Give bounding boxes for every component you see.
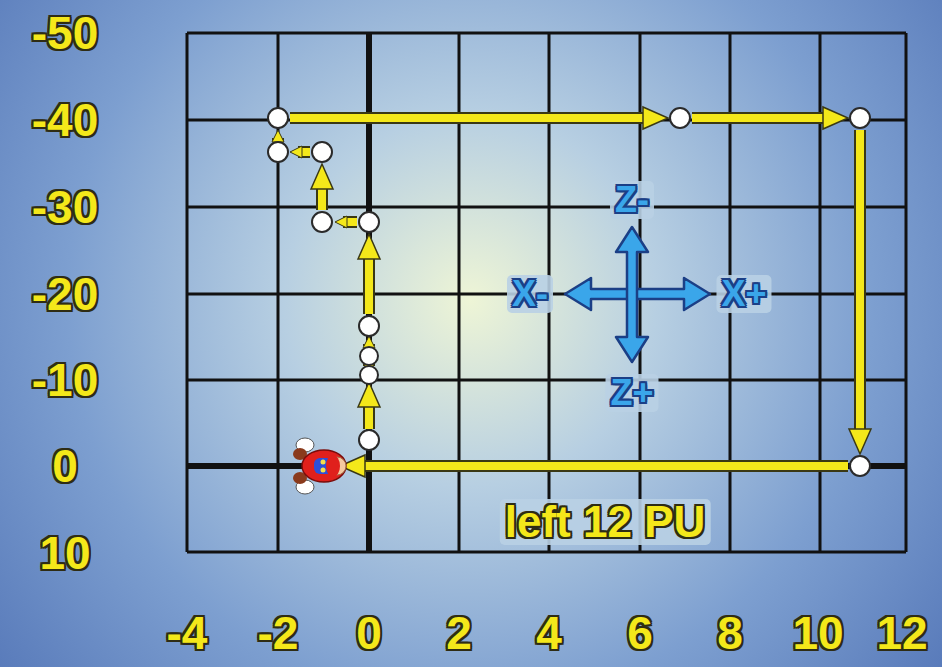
grid-line [187,32,906,35]
path-arrow [365,248,373,314]
path-arrow-outline [363,248,375,314]
compass-label: Z- [610,181,654,219]
path-arrow-outline [343,216,357,228]
grid-line [187,379,906,382]
path-arrow-outline [290,112,654,124]
path-arrow [318,178,326,210]
waypoint [268,108,870,476]
path-arrow-outline [298,146,310,158]
mario-sprite [302,450,346,482]
path-arrow-outline [354,460,848,472]
path-arrow-outline [854,130,866,440]
path-arrow [343,218,357,226]
axis-label: -10 [32,357,98,403]
path-arrow [298,148,310,156]
path-arrow [278,118,860,466]
waypoint [359,430,379,450]
waypoint [360,347,378,365]
axis-label: -40 [32,97,98,143]
axis-label: 4 [536,610,562,656]
axis-label: 10 [39,530,90,576]
compass-arrow [616,227,648,362]
waypoint [312,212,332,232]
axis-label: -50 [32,10,98,56]
path-arrow [354,462,848,470]
path-arrow-outline [278,118,860,466]
axis-label: -20 [32,271,98,317]
path-arrow [274,138,282,141]
path-arrow [856,130,864,440]
compass-label: X- [507,275,553,313]
axis-label: 6 [627,610,653,656]
path-arrow-outline [316,178,328,210]
path-arrow [365,344,373,346]
compass-label: X+ [716,275,771,313]
compass-label: Z+ [605,374,658,412]
grid-line [187,551,906,554]
waypoint [850,108,870,128]
path-arrow [290,114,654,122]
path-arrow-outline [272,138,284,141]
axis-label: -2 [258,610,299,656]
waypoint [312,142,332,162]
path-arrow-outline [363,396,375,429]
waypoint [359,316,379,336]
path-arrow [365,396,373,429]
mario-sprite [293,438,346,494]
grid-line [187,206,906,209]
axis-label: 8 [717,610,743,656]
waypoint [360,366,378,384]
path-arrow [692,114,834,122]
axis-line [187,463,906,469]
axis-label: 0 [52,443,78,489]
path-arrow-outline [692,112,834,124]
axis-label: 2 [446,610,472,656]
mario-sprite [321,460,326,465]
waypoint [268,142,288,162]
axis-label: 0 [356,610,382,656]
axis-line [366,33,372,552]
axis-label: -4 [167,610,208,656]
axis-label: 12 [876,610,927,656]
mario-sprite [321,468,326,473]
waypoint [359,212,379,232]
axis-label: -30 [32,184,98,230]
path-arrow-outline [363,344,375,346]
waypoint [850,456,870,476]
waypoint [268,108,288,128]
grid-line [187,119,906,122]
axis-line [187,33,906,552]
mario-sprite [326,455,340,477]
axis-label: 10 [792,610,843,656]
grid-line [187,33,906,552]
move-note: left 12 PU [500,499,711,545]
compass-arrow [565,227,710,362]
waypoint [670,108,690,128]
